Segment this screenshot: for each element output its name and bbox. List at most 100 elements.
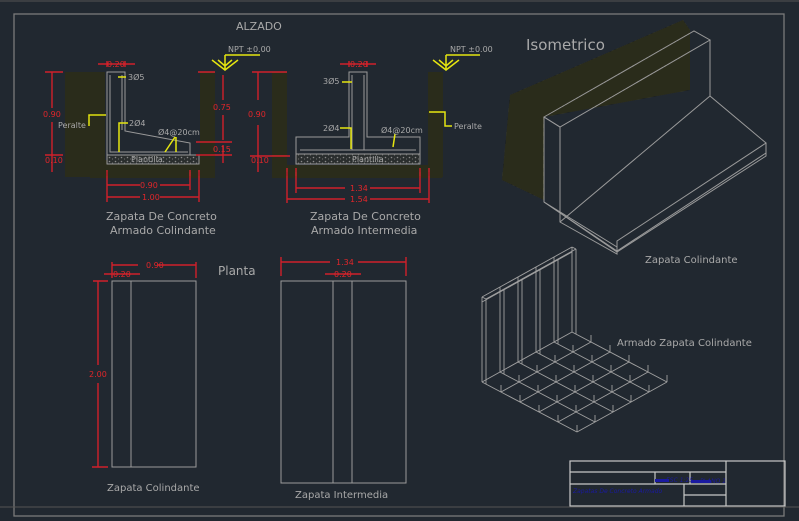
rebar-bar — [481, 246, 573, 298]
dim-stem-width-label: 0.20 — [107, 60, 125, 69]
dim-widths — [286, 168, 430, 203]
rebar-bar — [553, 341, 650, 393]
leader-side-bars — [340, 127, 352, 149]
note-side-bars: 2Ø4 — [323, 123, 339, 133]
dim-stem-width — [98, 61, 135, 67]
leader-peralte — [429, 111, 452, 127]
caption-line1: Zapata De Concreto — [310, 210, 421, 223]
npt-marker — [432, 54, 480, 71]
rebar-bar — [481, 296, 487, 300]
rebar-bar — [485, 248, 577, 300]
title-block[interactable]: ESC 1:25 PLANO 1 Zapatas De Concreto Arm… — [569, 460, 786, 507]
dim-total-height-label: 0.90 — [248, 110, 266, 119]
plan-caption: Zapata Intermedia — [295, 490, 388, 501]
rebar-bar — [517, 361, 614, 413]
earth-hatch-right — [428, 72, 443, 177]
isometric-rebar[interactable]: Armado Zapata Colindante — [481, 246, 752, 433]
note-plantilla: Plantilla — [352, 155, 384, 164]
rebar-bar — [500, 341, 592, 393]
footing-outline — [295, 71, 421, 155]
rebar-bar — [571, 331, 668, 383]
scale-label: ESC 1:25 — [666, 477, 693, 484]
dim-total-width-label: 1.00 — [142, 193, 160, 202]
isometric-solid[interactable]: Zapata Colindante — [502, 20, 767, 266]
note-top-bars: 3Ø5 — [128, 72, 144, 82]
dim-widths — [106, 170, 200, 202]
drawing-title: Zapatas De Concreto Armado — [572, 488, 663, 495]
dim-stem-width — [340, 61, 376, 67]
note-stirrups: Ø4@20cm — [158, 127, 200, 137]
sheet-bar — [691, 480, 711, 483]
note-stirrups: Ø4@20cm — [381, 125, 423, 135]
iso-solid-caption: Zapata Colindante — [645, 255, 738, 266]
rebar-bar — [481, 251, 573, 303]
dim-stem-width-label: 0.20 — [350, 60, 368, 69]
footing-edges — [543, 95, 767, 254]
dim-footing-height-label: 0.15 — [213, 145, 231, 154]
scale-bar — [655, 479, 669, 482]
npt-label: NPT ±0.00 — [228, 45, 271, 54]
leader-stirrups — [164, 136, 177, 153]
dim-total-width-label: 1.54 — [350, 195, 368, 204]
rebar-lines — [300, 75, 416, 151]
note-peralte: Peralte — [58, 121, 86, 130]
elevation-colindante[interactable]: 3Ø5 2Ø4 Ø4@20cm Peralte Plantilla 0.20 0… — [43, 45, 271, 237]
note-top-bars: 3Ø5 — [323, 76, 339, 86]
rebar-bar — [519, 351, 611, 403]
sheet-label: PLANO 1 — [700, 478, 726, 485]
dim-total-height — [250, 71, 290, 172]
rebar-line — [109, 75, 188, 153]
dim-inner-width-label: 0.90 — [140, 181, 158, 190]
plan-caption: Zapata Colindante — [107, 483, 200, 494]
npt-label: NPT ±0.00 — [450, 45, 493, 54]
dim-base-thickness-label: 0.10 — [251, 156, 269, 165]
note-plantilla: Plantilla — [131, 155, 163, 164]
rebar-cage — [481, 246, 668, 433]
rebar-bar — [481, 331, 573, 383]
dim-inner-width-label: 1.34 — [350, 184, 368, 193]
plan-colindante[interactable]: 0.90 0.20 2.00 Zapata Colindante — [89, 261, 200, 494]
rebar-bar — [499, 371, 596, 423]
dim-plan-length-label: 2.00 — [89, 370, 107, 379]
earth-hatch-bottom — [272, 165, 442, 178]
earth-hatch — [502, 20, 690, 200]
elevation-intermedia[interactable]: 3Ø5 2Ø4 Ø4@20cm Peralte Plantilla 0.20 0… — [248, 45, 493, 237]
note-peralte: Peralte — [454, 122, 482, 131]
dim-plan-length — [92, 280, 108, 468]
earth-hatch-left — [272, 72, 287, 177]
dim-wall-footing — [196, 71, 232, 163]
earth-hatch-left — [65, 72, 105, 177]
plan-intermedia[interactable]: 1.34 0.20 Zapata Intermedia — [280, 257, 407, 501]
npt-marker — [211, 54, 260, 71]
iso-rebar-caption: Armado Zapata Colindante — [617, 338, 752, 349]
dim-total-height — [45, 71, 63, 172]
dim-plan-stem-label: 0.20 — [113, 270, 131, 279]
note-side-bars: 2Ø4 — [129, 118, 145, 128]
isometric-title: Isometrico — [526, 36, 605, 54]
leader-stirrups — [392, 133, 396, 148]
plan-outline — [111, 280, 197, 468]
dim-plan-width-label: 1.34 — [336, 258, 354, 267]
rebar-bar — [481, 381, 578, 433]
rebar-bar — [576, 381, 668, 433]
dim-total-height-label: 0.90 — [43, 110, 61, 119]
caption-line2: Armado Intermedia — [311, 224, 417, 237]
leader-peralte — [88, 114, 106, 126]
caption-line2: Armado Colindante — [110, 224, 216, 237]
dim-plan-width-label: 0.90 — [146, 261, 164, 270]
dim-plan-width — [280, 257, 407, 276]
drawing-frame — [13, 13, 785, 517]
caption-line1: Zapata De Concreto — [106, 210, 217, 223]
dim-plan-stem-label: 0.20 — [334, 270, 352, 279]
leader-side-bars — [118, 122, 128, 152]
rebar-bar — [557, 371, 649, 423]
rebar-bar — [535, 351, 632, 403]
rebar-bar — [538, 361, 630, 413]
dim-plan-width — [111, 262, 197, 278]
dim-base-thickness-label: 0.10 — [45, 156, 63, 165]
footing-outline — [106, 71, 191, 156]
plan-outline — [280, 280, 407, 484]
earth-hatch-right — [200, 72, 215, 177]
rebar-bar — [571, 246, 577, 250]
